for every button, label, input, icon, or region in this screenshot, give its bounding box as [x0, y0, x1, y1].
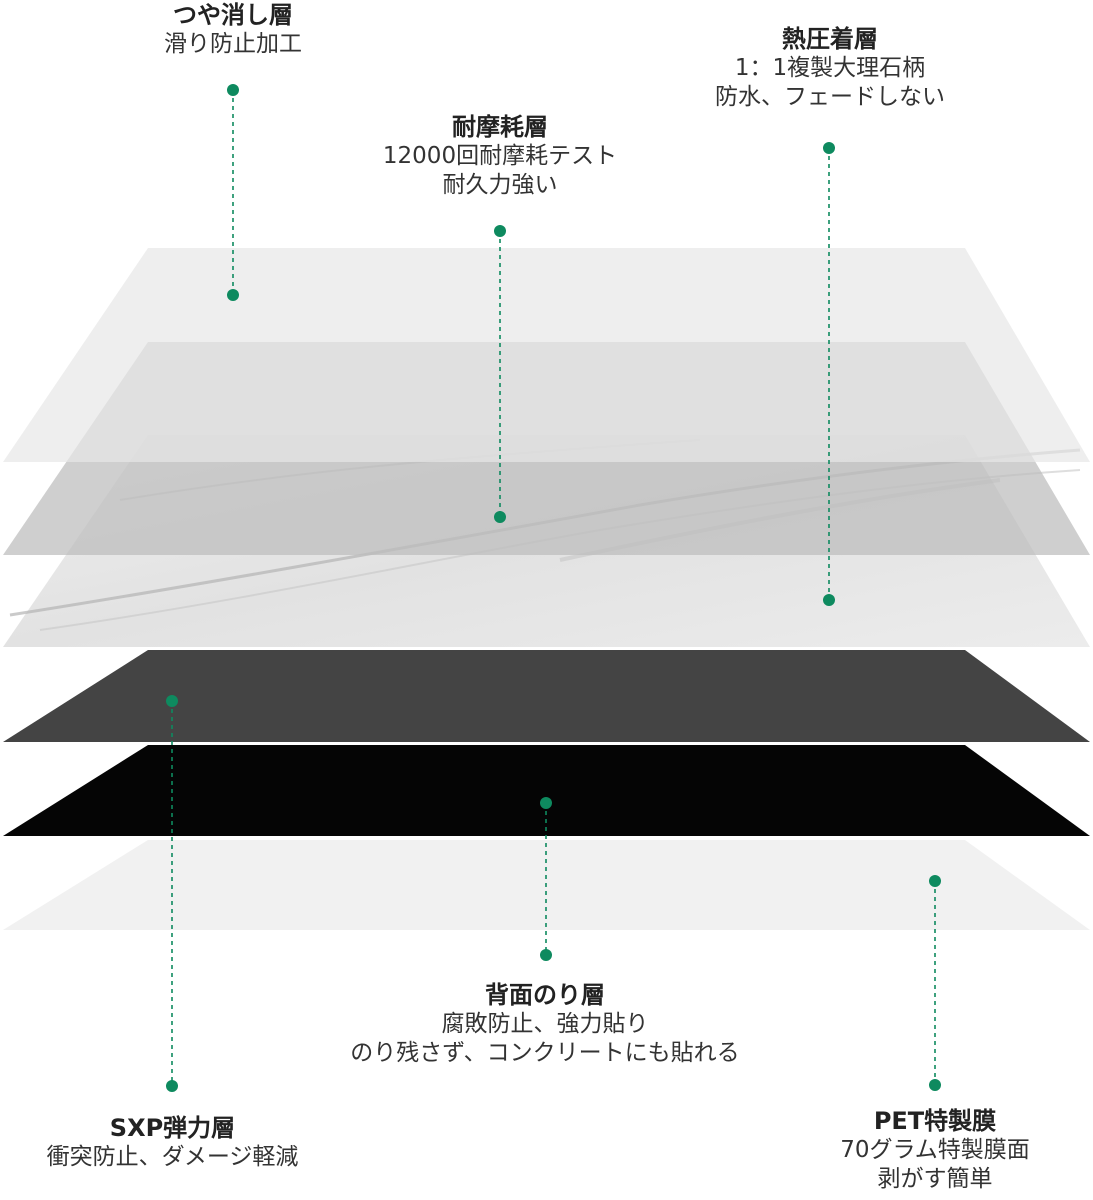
sxp-layer-desc: 衝突防止、ダメージ軽減 [46, 1144, 299, 1170]
heat-layer-desc-1: 1：1複製大理石柄 [734, 55, 926, 81]
adhesive-layer-title: 背面のり層 [485, 981, 605, 1009]
matte-layer-title: つや消し層 [173, 1, 293, 29]
wear-marker-dot [494, 225, 506, 237]
adhesive-layer [3, 745, 1090, 836]
pet-marker-dot [929, 875, 941, 887]
sxp-elastic-layer [3, 650, 1090, 742]
sxp-layer-label: SXP弾力層 衝突防止、ダメージ軽減 [0, 1113, 345, 1172]
adhesive-marker-dot [540, 949, 552, 961]
sxp-marker-dot [166, 1080, 178, 1092]
heat-layer-label: 熱圧着層 1：1複製大理石柄 防水、フェードしない [670, 24, 990, 112]
wear-layer-title: 耐摩耗層 [452, 113, 548, 141]
adhesive-layer-label: 背面のり層 腐敗防止、強力貼り のり残さず、コンクリートにも貼れる [270, 980, 820, 1068]
heat-marker-dot [823, 142, 835, 154]
wear-marker-dot [494, 511, 506, 523]
pet-marker-dot [929, 1079, 941, 1091]
sxp-marker-dot [166, 695, 178, 707]
pet-layer-desc-1: 70グラム特製膜面 [840, 1137, 1030, 1163]
wear-layer-desc-2: 耐久力強い [442, 172, 558, 198]
adhesive-layer-desc-1: 腐敗防止、強力貼り [441, 1011, 649, 1037]
sxp-layer-title: SXP弾力層 [109, 1114, 236, 1142]
matte-top-layer [3, 248, 1090, 462]
pet-layer-title: PET特製膜 [873, 1107, 997, 1135]
matte-marker-dot [227, 84, 239, 96]
adhesive-layer-desc-2: のり残さず、コンクリートにも貼れる [350, 1040, 740, 1066]
wear-layer-desc-1: 12000回耐摩耗テスト [382, 143, 618, 169]
heat-layer-title: 熱圧着層 [782, 25, 878, 53]
matte-layer-desc: 滑り防止加工 [164, 31, 302, 57]
pet-layer-label: PET特製膜 70グラム特製膜面 剥がす簡単 [800, 1106, 1070, 1194]
wear-layer-label: 耐摩耗層 12000回耐摩耗テスト 耐久力強い [320, 112, 680, 200]
matte-marker-dot [227, 289, 239, 301]
adhesive-marker-dot [540, 797, 552, 809]
matte-layer-label: つや消し層 滑り防止加工 [133, 0, 333, 59]
heat-marker-dot [823, 594, 835, 606]
pet-layer-desc-2: 剥がす簡単 [877, 1166, 993, 1192]
heat-layer-desc-2: 防水、フェードしない [715, 84, 945, 110]
